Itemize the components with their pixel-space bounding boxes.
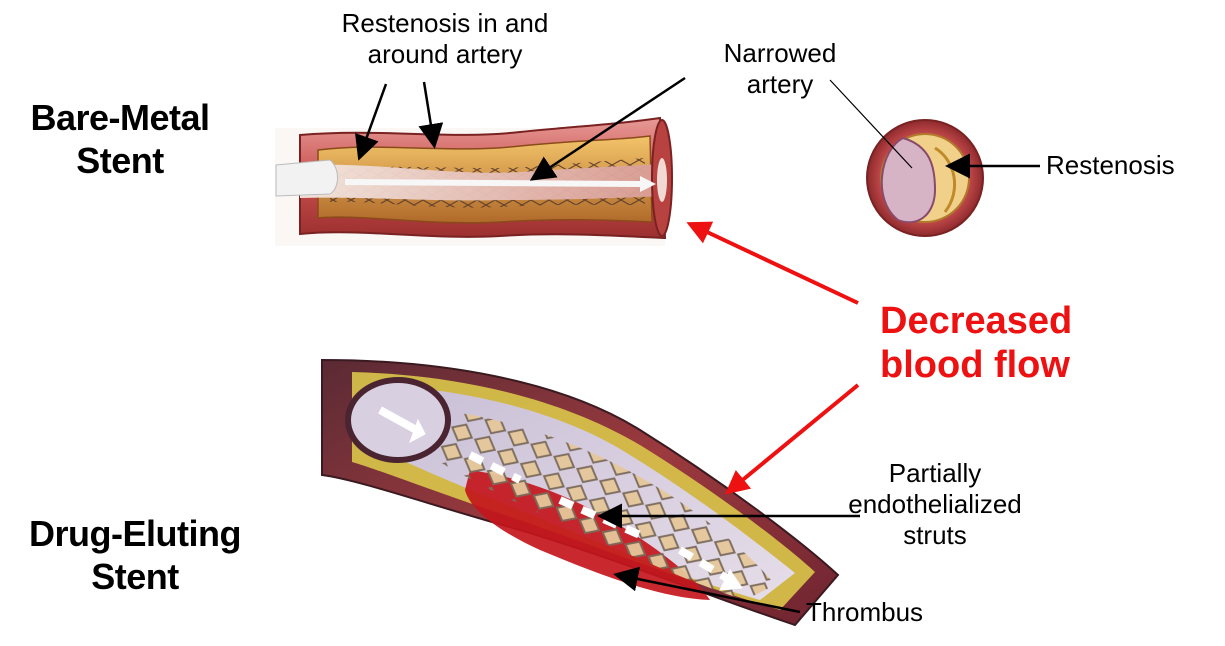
restenosis-in-and-around-label: Restenosis in and around artery [310,8,580,70]
bare-metal-stent-title: Bare-Metal Stent [10,96,230,182]
partially-endothelialized-struts-label: Partially endothelialized struts [820,458,1050,552]
cross-section-illustration [867,120,983,236]
narrowed-artery-label: Narrowed artery [690,38,870,100]
bare-metal-artery-illustration [275,118,672,246]
drug-eluting-artery-illustration [322,358,838,640]
drug-eluting-stent-title: Drug-Eluting Stent [0,512,270,598]
decreased-blood-flow-label: Decreased blood flow [880,300,1120,387]
red-arrow-to-bare-metal [690,224,858,303]
thrombus-label: Thrombus [806,597,966,628]
restenosis-label: Restenosis [1046,150,1216,181]
decreased-flow-arrows [690,224,858,492]
